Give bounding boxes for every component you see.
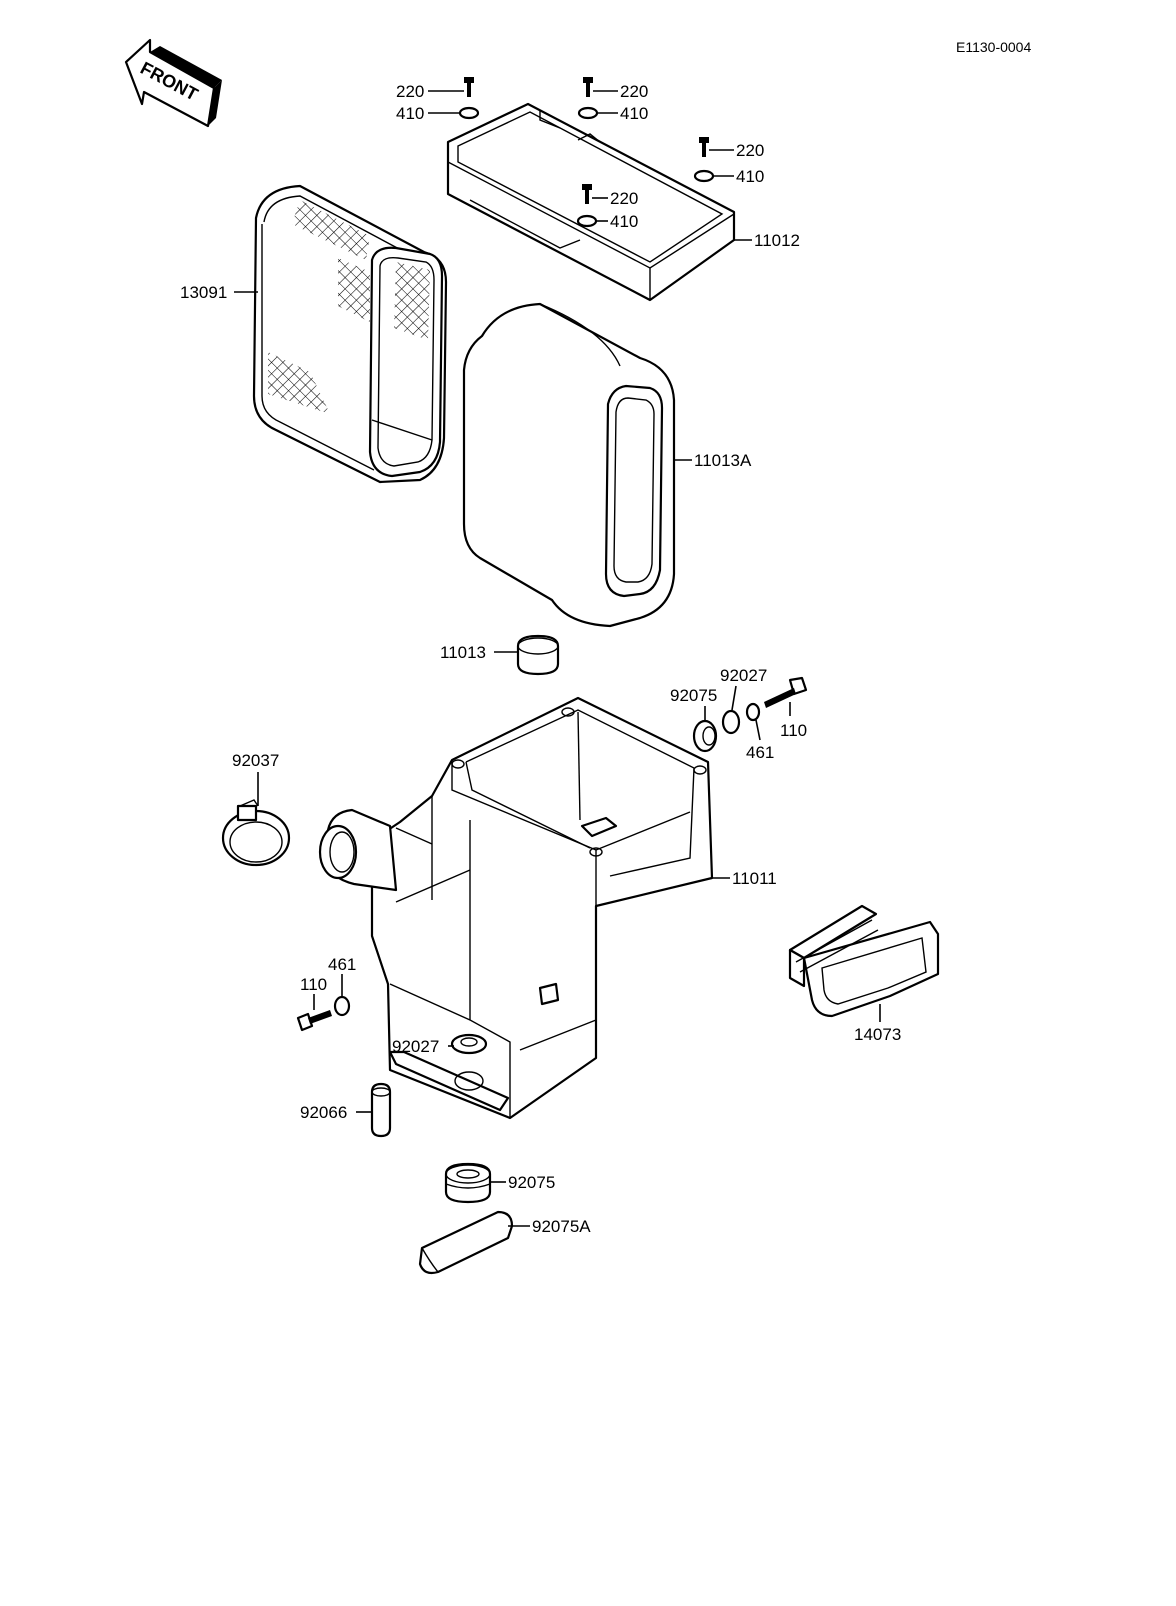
screw-icon: [699, 137, 709, 157]
screw-icon: [583, 77, 593, 97]
callout-grommet-bottom: 92075: [508, 1173, 555, 1192]
foam-filter-element: [462, 302, 676, 628]
washer-icon: [458, 106, 480, 120]
callout-cap: 11013: [440, 643, 486, 662]
collar-icon: [721, 709, 741, 735]
hose-clamp: [221, 799, 291, 867]
air-cleaner-cover: [446, 102, 736, 302]
callout-washer-left: 461: [328, 955, 356, 974]
intake-tube: [318, 808, 398, 892]
callout-washer-top: 461: [746, 743, 774, 762]
front-arrow-icon: FRONT: [124, 38, 222, 128]
collar-icon: [450, 1033, 488, 1055]
callout-screw-b: 220: [620, 82, 648, 101]
callout-screw-c: 220: [736, 141, 764, 160]
intake-duct: [788, 904, 940, 1018]
washer-icon: [693, 169, 715, 183]
sponge-strip: [418, 1210, 514, 1275]
cap: [516, 634, 560, 676]
callout-collar-bottom: 92027: [392, 1037, 439, 1056]
air-cleaner-housing: [370, 696, 714, 1120]
washer-icon: [576, 214, 598, 228]
callout-washer-c: 410: [736, 167, 764, 186]
callout-sponge: 92075A: [532, 1217, 591, 1236]
washer-icon: [745, 702, 761, 722]
callout-screw-a: 220: [396, 82, 424, 101]
callout-cover: 11012: [754, 231, 800, 250]
callout-filter-frame: 13091: [180, 283, 227, 302]
callout-element: 11013A: [694, 451, 752, 470]
callout-tube: 92066: [300, 1103, 347, 1122]
grommet-icon: [444, 1162, 492, 1204]
callout-washer-a: 410: [396, 104, 424, 123]
callout-screw-d: 220: [610, 189, 638, 208]
callout-collar-top: 92027: [720, 666, 767, 685]
reference-code: E1130-0004: [956, 39, 1031, 55]
bolt-icon: [764, 676, 808, 708]
drain-tube: [370, 1082, 392, 1138]
callout-bolt-left: 110: [300, 975, 327, 994]
washer-icon: [577, 106, 599, 120]
callout-grommet-top: 92075: [670, 686, 717, 705]
callout-washer-d: 410: [610, 212, 638, 231]
callout-duct: 14073: [854, 1025, 901, 1044]
callout-clamp: 92037: [232, 751, 279, 770]
grommet-icon: [692, 719, 718, 753]
callout-bolt-top: 110: [780, 721, 807, 740]
bolt-icon: [296, 1010, 332, 1032]
callout-housing: 11011: [732, 869, 777, 888]
screw-icon: [582, 184, 592, 204]
screw-icon: [464, 77, 474, 97]
washer-icon: [333, 995, 351, 1017]
filter-frame: [252, 184, 448, 484]
callout-washer-b: 410: [620, 104, 648, 123]
